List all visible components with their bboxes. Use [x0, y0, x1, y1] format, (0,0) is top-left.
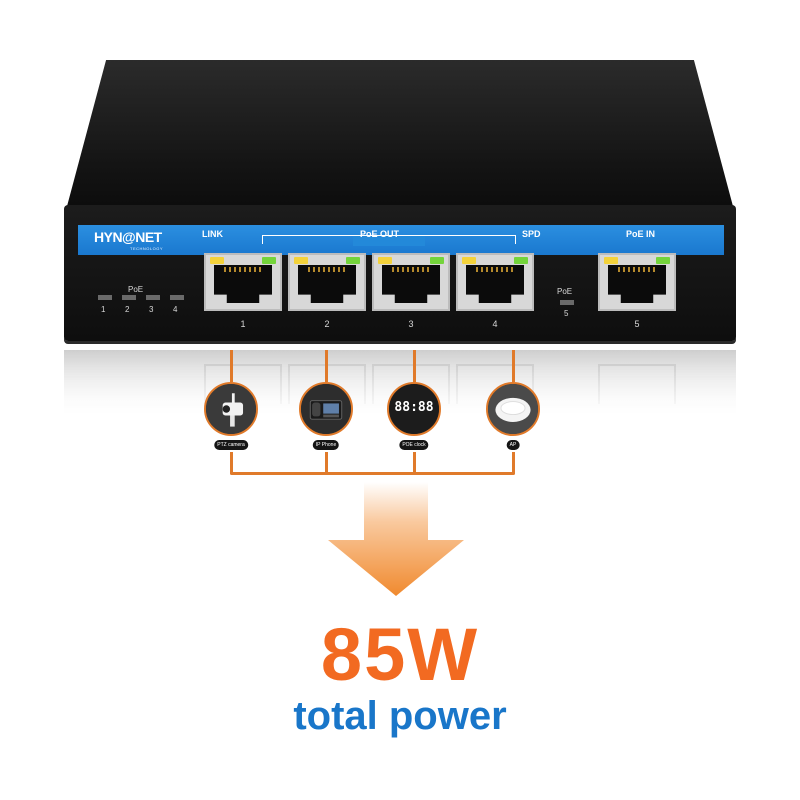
device-access-point — [486, 382, 540, 436]
poe-led-number: 3 — [149, 305, 154, 314]
spd-label: SPD — [522, 229, 541, 239]
camera-icon — [206, 384, 256, 434]
speed-led — [656, 257, 670, 264]
port-number: 1 — [240, 319, 246, 329]
speed-led — [514, 257, 528, 264]
port-number: 5 — [634, 319, 640, 329]
cable-line — [325, 452, 328, 474]
link-led — [210, 257, 224, 264]
cable-line — [512, 350, 515, 382]
link-label: LINK — [202, 229, 223, 239]
device-label: POE clock — [399, 440, 429, 450]
ethernet-port-4 — [456, 253, 534, 311]
total-power-caption: total power — [293, 694, 507, 738]
device-label: IP Phone — [312, 440, 340, 450]
ethernet-port-2 — [288, 253, 366, 311]
clock-display: 88:88 — [394, 400, 434, 415]
poe-out-label: PoE OUT — [360, 229, 400, 239]
poe-led-1 — [98, 295, 112, 300]
switch-front-panel: HYN@NET TECHNOLOGY LINK PoE OUT SPD PoE … — [64, 205, 736, 341]
poe-led-number: 2 — [125, 305, 130, 314]
brand-tagline: TECHNOLOGY — [130, 246, 164, 251]
ethernet-port-3 — [372, 253, 450, 311]
poe-out-bracket — [262, 235, 516, 246]
device-label: PTZ camera — [214, 440, 248, 450]
cable-line — [230, 350, 233, 382]
ethernet-port-1 — [204, 253, 282, 311]
poe-leds-title: PoE — [128, 285, 144, 294]
speed-led — [262, 257, 276, 264]
switch-top-surface — [66, 60, 734, 210]
link-led — [294, 257, 308, 264]
poe5-number: 5 — [564, 309, 569, 318]
cable-bus — [230, 472, 515, 475]
device-ptz-camera — [204, 382, 258, 436]
poe-led-4 — [170, 295, 184, 300]
poe5-title: PoE — [557, 287, 573, 296]
poe5-led — [560, 300, 574, 305]
front-label-band: HYN@NET TECHNOLOGY LINK PoE OUT SPD PoE … — [78, 225, 724, 255]
device-ip-phone — [299, 382, 353, 436]
device-poe-clock: 88:88 — [387, 382, 441, 436]
link-led — [462, 257, 476, 264]
poe-in-label: PoE IN — [626, 229, 656, 239]
clock-icon: 88:88 — [389, 384, 439, 434]
link-led — [378, 257, 392, 264]
speed-led — [346, 257, 360, 264]
phone-icon — [301, 384, 351, 434]
brand-logo: HYN@NET — [94, 229, 162, 245]
speed-led — [430, 257, 444, 264]
down-arrow-icon — [328, 482, 464, 596]
cable-line — [413, 452, 416, 474]
cable-line — [230, 452, 233, 474]
ethernet-port-5-poe-in — [598, 253, 676, 311]
device-label: AP — [506, 440, 520, 450]
poe-status-leds: PoE 1 2 3 4 — [94, 285, 184, 325]
poe-led-number: 1 — [101, 305, 106, 314]
poe-led-number: 4 — [173, 305, 178, 314]
poe-led-2 — [122, 295, 136, 300]
cable-line — [325, 350, 328, 382]
port-number: 2 — [324, 319, 330, 329]
cable-line — [512, 452, 515, 474]
poe-led-3 — [146, 295, 160, 300]
link-led — [604, 257, 618, 264]
cable-line — [413, 350, 416, 382]
access-point-icon — [488, 384, 538, 434]
total-power-value: 85W — [320, 613, 480, 696]
port-number: 4 — [492, 319, 498, 329]
port-number: 3 — [408, 319, 414, 329]
